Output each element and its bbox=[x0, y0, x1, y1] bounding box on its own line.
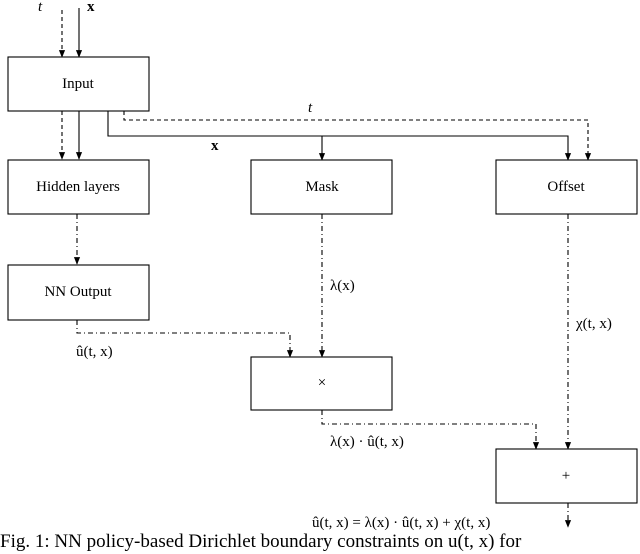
figure-caption: Fig. 1: NN policy-based Dirichlet bounda… bbox=[0, 531, 522, 552]
lambda-label: λ(x) bbox=[330, 278, 355, 294]
u-hat-label: û(t, x) bbox=[76, 344, 113, 360]
input-label: Input bbox=[62, 76, 94, 92]
add-box bbox=[495, 448, 638, 504]
t-top-label: t bbox=[38, 0, 43, 15]
mask-box bbox=[250, 159, 393, 215]
t-route-label: t bbox=[308, 100, 313, 116]
hidden-layers-label: Hidden layers bbox=[36, 179, 120, 195]
multiply-label: × bbox=[318, 375, 326, 391]
input-box bbox=[7, 56, 150, 112]
chi-label: χ(t, x) bbox=[575, 316, 612, 332]
lambda-times-u-label: λ(x) · û(t, x) bbox=[330, 434, 404, 450]
x-top-label: x bbox=[87, 0, 95, 15]
multiply-to-add-route bbox=[321, 410, 540, 450]
add-label: + bbox=[562, 468, 570, 484]
hidden-layers-box bbox=[7, 159, 150, 215]
mask-label: Mask bbox=[305, 179, 339, 195]
offset-box bbox=[495, 159, 638, 215]
nn-output-box bbox=[7, 264, 150, 321]
x-route-label: x bbox=[211, 138, 219, 154]
multiply-box bbox=[250, 356, 393, 411]
input-t-route bbox=[123, 111, 592, 161]
final-equation-label: û(t, x) = λ(x) · û(t, x) + χ(t, x) bbox=[312, 515, 490, 531]
input-x-route bbox=[107, 111, 572, 161]
offset-label: Offset bbox=[547, 179, 585, 195]
nn-output-label: NN Output bbox=[44, 284, 112, 300]
